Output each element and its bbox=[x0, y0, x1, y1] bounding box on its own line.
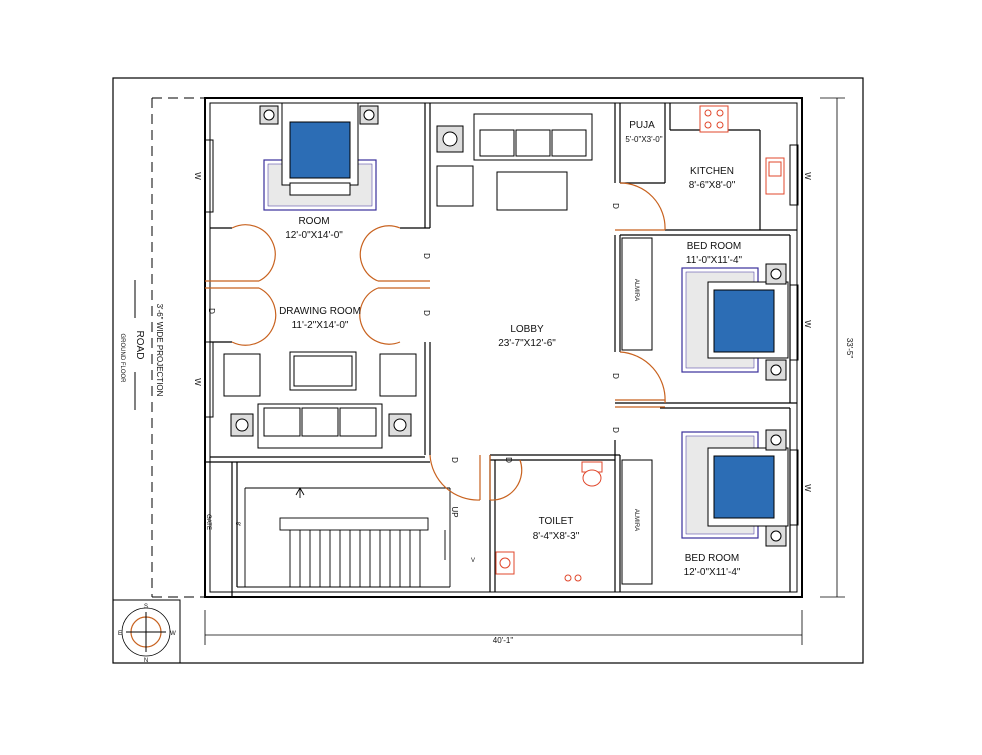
kitchen-size: 8'-6"X8'-0" bbox=[689, 180, 736, 191]
almira-label: ALMIRA bbox=[633, 279, 639, 301]
drawing-room-furniture bbox=[223, 351, 417, 449]
svg-text:D: D bbox=[450, 457, 459, 463]
toilet-fixtures bbox=[495, 461, 603, 582]
lobby-furniture bbox=[436, 113, 593, 211]
room-top-size: 12'-0"X14'-0" bbox=[285, 230, 343, 241]
toilet-size: 8'-4"X8'-3" bbox=[533, 531, 580, 542]
bed-room-1-name: BED ROOM bbox=[687, 241, 741, 252]
window-label: W bbox=[193, 378, 202, 386]
bed-bedroom-2 bbox=[621, 429, 789, 585]
lobby-name: LOBBY bbox=[510, 324, 544, 335]
depth-dimension: 33'-5" bbox=[845, 338, 854, 359]
sheet-border bbox=[112, 77, 864, 664]
compass-e: E bbox=[118, 631, 122, 637]
svg-text:D: D bbox=[611, 203, 620, 209]
svg-text:D: D bbox=[422, 310, 431, 316]
door-labels: D D D D D D D D bbox=[207, 203, 620, 463]
drawing-room-name: DRAWING ROOM bbox=[279, 306, 361, 317]
windows bbox=[204, 139, 799, 526]
kitchen-fixtures bbox=[699, 105, 785, 195]
kitchen-name: KITCHEN bbox=[690, 166, 734, 177]
projection-label: 3'-6" WIDE PROJECTION bbox=[155, 304, 164, 397]
staircase bbox=[237, 487, 451, 588]
gate-label: GATE bbox=[205, 514, 211, 530]
ventilator-label: V bbox=[471, 558, 475, 564]
puja-name: PUJA bbox=[629, 120, 655, 131]
floor-label: GROUND FLOOR bbox=[119, 333, 125, 383]
svg-text:D: D bbox=[504, 457, 513, 463]
compass-w: W bbox=[170, 631, 176, 637]
almira-label: ALMIRA bbox=[633, 509, 639, 531]
svg-text:D: D bbox=[422, 253, 431, 259]
stair-width-label: 8' bbox=[234, 522, 240, 526]
bed-room-2-name: BED ROOM bbox=[685, 553, 739, 564]
svg-text:D: D bbox=[207, 308, 216, 314]
bed-top-room bbox=[259, 102, 379, 211]
road-label: ROAD bbox=[134, 331, 145, 360]
lobby-size: 23'-7"X12'-6" bbox=[498, 338, 556, 349]
width-dimension: 40'-1" bbox=[493, 636, 514, 645]
bed-bedroom-1 bbox=[621, 237, 789, 381]
bed-room-1-size: 11'-0"X11'-4" bbox=[686, 255, 743, 266]
puja-size: 5'-0"X3'-0" bbox=[625, 135, 662, 144]
compass-n: N bbox=[144, 658, 148, 664]
compass bbox=[112, 599, 181, 664]
toilet-name: TOILET bbox=[539, 516, 574, 527]
interior-walls bbox=[205, 103, 797, 597]
stair-up-label: UP bbox=[450, 506, 459, 517]
drawing-room-size: 11'-2"X14'-0" bbox=[292, 320, 349, 331]
room-top-name: ROOM bbox=[298, 216, 329, 227]
window-label: W bbox=[803, 484, 812, 492]
window-label: W bbox=[803, 172, 812, 180]
door-arcs bbox=[205, 182, 666, 501]
svg-text:D: D bbox=[611, 427, 620, 433]
bed-room-2-size: 12'-0"X11'-4" bbox=[684, 567, 741, 578]
window-label: W bbox=[803, 320, 812, 328]
dimension-lines bbox=[204, 97, 845, 645]
compass-s: S bbox=[144, 604, 148, 610]
svg-text:D: D bbox=[611, 373, 620, 379]
window-label: W bbox=[193, 172, 202, 180]
